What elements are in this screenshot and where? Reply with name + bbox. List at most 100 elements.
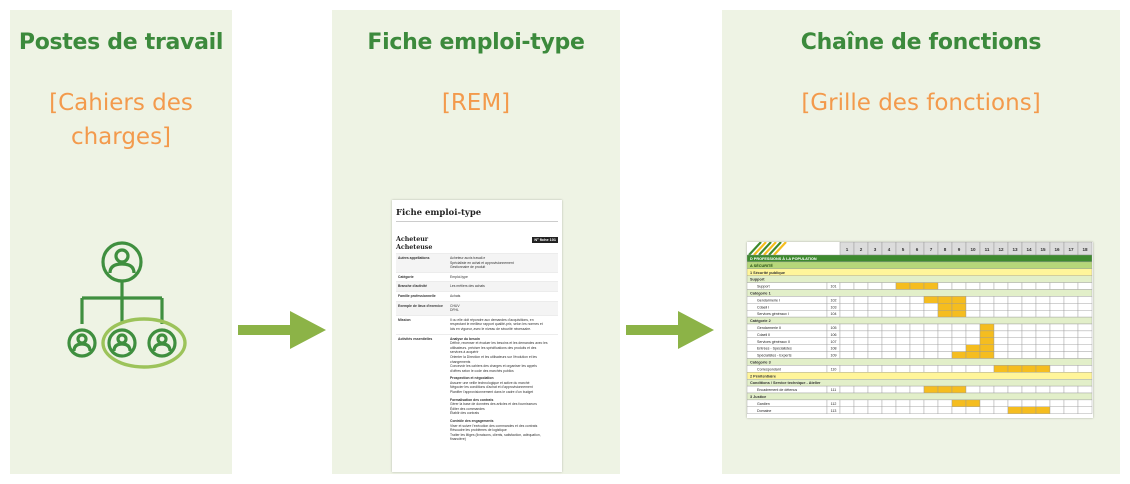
grid-cell [923,399,939,407]
row-value-line: CHUV [450,303,460,308]
panel-subtitle-line: [Cahiers des [49,90,193,116]
job-name-line: Acheteur [396,236,429,243]
grid-cell [1063,323,1079,332]
grid-row-code: 102 [831,298,837,302]
grid-cell [937,330,953,339]
grid-cell [937,399,953,407]
grid-cell [839,337,855,345]
grid-cell [1049,344,1065,352]
section-line: Définir, recenser et évaluer les besoins… [450,341,548,346]
job-name-line: Acheteuse [396,243,433,251]
grid-cell [881,323,897,332]
grid-cell-filled [909,282,925,290]
grid-cell [951,406,967,414]
grid-cell-filled [979,323,995,332]
header-corner [747,242,840,255]
grid-cell [1007,385,1023,394]
grid-cell [881,385,897,394]
grid-row-label: Services généraux I [757,312,789,316]
grid-cell [965,303,981,311]
grid-cell-filled [993,365,1009,373]
grid-cell [867,330,883,339]
grid-cell [1007,296,1023,304]
grid-cell-filled [951,296,967,304]
grid-group-label: Conditions / Service technique - Atelier [750,381,821,385]
grid-cell [1007,309,1023,318]
grid-cell [923,365,939,373]
grid-cell [839,351,855,359]
grid-cell [895,399,911,407]
section-line: Négocier les conditions d'achat et d'app… [450,385,533,390]
grid-cell [839,282,855,290]
grid-row-label: Services généraux II [757,340,790,344]
grid-row-label: Encadrement de détenus [757,388,797,392]
panel-subtitle-line: charges] [70,124,172,150]
grid-cell [1077,337,1093,345]
right-arrow-icon [238,311,326,349]
row-value-line: Il ou elle doit répondre aux demandes d'… [450,317,534,322]
grid-cell [923,406,939,414]
grid-cell [881,365,897,373]
grid-cell [867,282,883,290]
grid-row-label: Correspondant [757,367,781,371]
section-line: Traiter les litiges (livraisons, clients… [450,432,541,437]
grid-cell [1035,323,1051,332]
header-stripe [758,242,772,256]
header-stripe [753,242,767,256]
grid-cell-filled [979,351,995,359]
grid-cell [965,282,981,290]
row-value: Il ou elle doit répondre aux demandes d'… [448,316,558,334]
grid-cell [1077,309,1093,318]
section-line: financière) [450,437,466,442]
grid-row-code: 106 [831,333,837,337]
grid-cell [965,365,981,373]
grid-cell-filled [1021,406,1037,414]
grid-cell [923,309,939,318]
grid-cell [1049,309,1065,318]
section-heading: Analyse du besoin [450,336,480,341]
section-line: Gérer la base de données des articles et… [450,402,537,407]
grid-cell [993,309,1009,318]
grid-cell [923,344,939,352]
grid-cell [867,399,883,407]
grid-cell [1021,351,1037,359]
grid-cell [909,351,925,359]
grid-cell [993,303,1009,311]
grid-cell [979,282,995,290]
grid-cell [909,406,925,414]
grid-group-label: 3 Justice [750,395,766,399]
column-header-label: 11 [985,247,990,252]
grid-cell [867,365,883,373]
grid-cell-filled [923,296,939,304]
panel-postes-de-travail: Postes de travail [Cahiers des charges] [10,10,232,474]
grid-cell [923,337,939,345]
grid-row-label: Spécialistes - Experts [757,354,792,358]
grid-cell-filled [965,344,981,352]
grid-cell [1077,385,1093,394]
section-line: Éditer des commandes [450,406,485,411]
grid-cell [881,344,897,352]
grid-cell [937,406,953,414]
grid-cell [1049,303,1065,311]
grid-cell [1077,406,1093,414]
grid-cell [993,406,1009,414]
grid-row-code: 101 [831,285,837,289]
grid-cell-filled [965,399,981,407]
panel-subtitle-line: [REM] [441,90,511,116]
grid-cell-filled [937,309,953,318]
grid-cell [1035,330,1051,339]
grid-cell [881,330,897,339]
grid-cell [965,296,981,304]
grid-cell [1021,323,1037,332]
grid-cell [1021,399,1037,407]
grid-group-row [747,261,1093,269]
grid-cell [937,351,953,359]
header-stripe [773,242,787,256]
section-line: Orienter la Direction et les utilisateur… [450,354,537,359]
grid-cell [1077,323,1093,332]
grid-row-code: 110 [831,367,837,371]
panel-subtitle: [Grille des fonctions] [722,86,1120,120]
grid-cell [853,309,869,318]
grid-cell [867,406,883,414]
panel-fiche-emploi-type: Fiche emploi-type [REM] Fiche emploi-typ… [332,10,620,474]
